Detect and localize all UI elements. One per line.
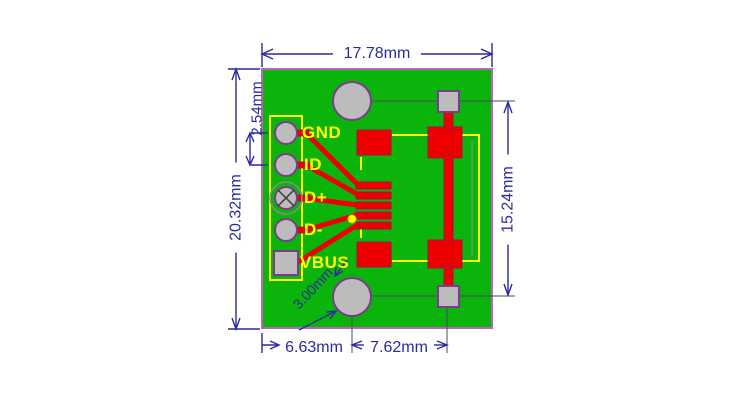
dim-hole-offset: 6.63mm — [285, 339, 343, 356]
pin-label-gnd: GND — [302, 123, 342, 142]
pad-vbus — [273, 250, 299, 276]
dim-pin-pitch: 2.54mm — [248, 81, 266, 136]
copper-fan-traces — [293, 131, 359, 267]
right-copper-bar — [443, 155, 454, 243]
pad-gnd — [274, 121, 298, 145]
mounting-hole-top — [332, 81, 372, 121]
usb-pin-pad-3 — [355, 201, 392, 210]
usb-pin-pad-5 — [355, 221, 392, 230]
dim-hole-to-pad: 7.62mm — [364, 339, 434, 356]
pin-label-dplus: D+ — [304, 188, 328, 207]
dim-bottom-lines — [261, 333, 449, 353]
pin-label-id: ID — [304, 155, 322, 174]
dim-board-width: 17.78mm — [333, 45, 421, 62]
square-pad-top-right — [437, 90, 460, 113]
dim-hole-diameter-leaders — [298, 259, 348, 331]
pin-label-dminus: D- — [304, 220, 323, 239]
via-dot — [347, 214, 357, 224]
usb-shield-pad-top-left — [356, 129, 392, 156]
dim-pad-span: 15.24mm — [499, 154, 517, 245]
pads-and-holes — [273, 81, 460, 317]
usb-shield-pad-top-right — [427, 126, 463, 159]
dplus-selection-marker — [269, 181, 303, 215]
copper-layer — [292, 106, 463, 289]
pad-dminus — [274, 218, 298, 242]
usb-pin-pad-2 — [355, 191, 392, 200]
usb-pin-pad-4 — [355, 211, 392, 220]
mounting-hole-bottom — [332, 277, 372, 317]
usb-shield-pad-bottom-right — [427, 239, 463, 269]
pad-id — [274, 153, 298, 177]
square-pad-bottom-right — [437, 285, 460, 308]
usb-pin-pad-1 — [355, 181, 392, 190]
trace-to-bottom-square — [443, 265, 454, 289]
usb-shield-pad-bottom-left — [356, 241, 392, 268]
dim-board-height: 20.32mm — [227, 162, 245, 253]
pin-label-vbus: VBUS — [300, 253, 350, 272]
dim-pin-pitch-lines — [245, 131, 268, 167]
